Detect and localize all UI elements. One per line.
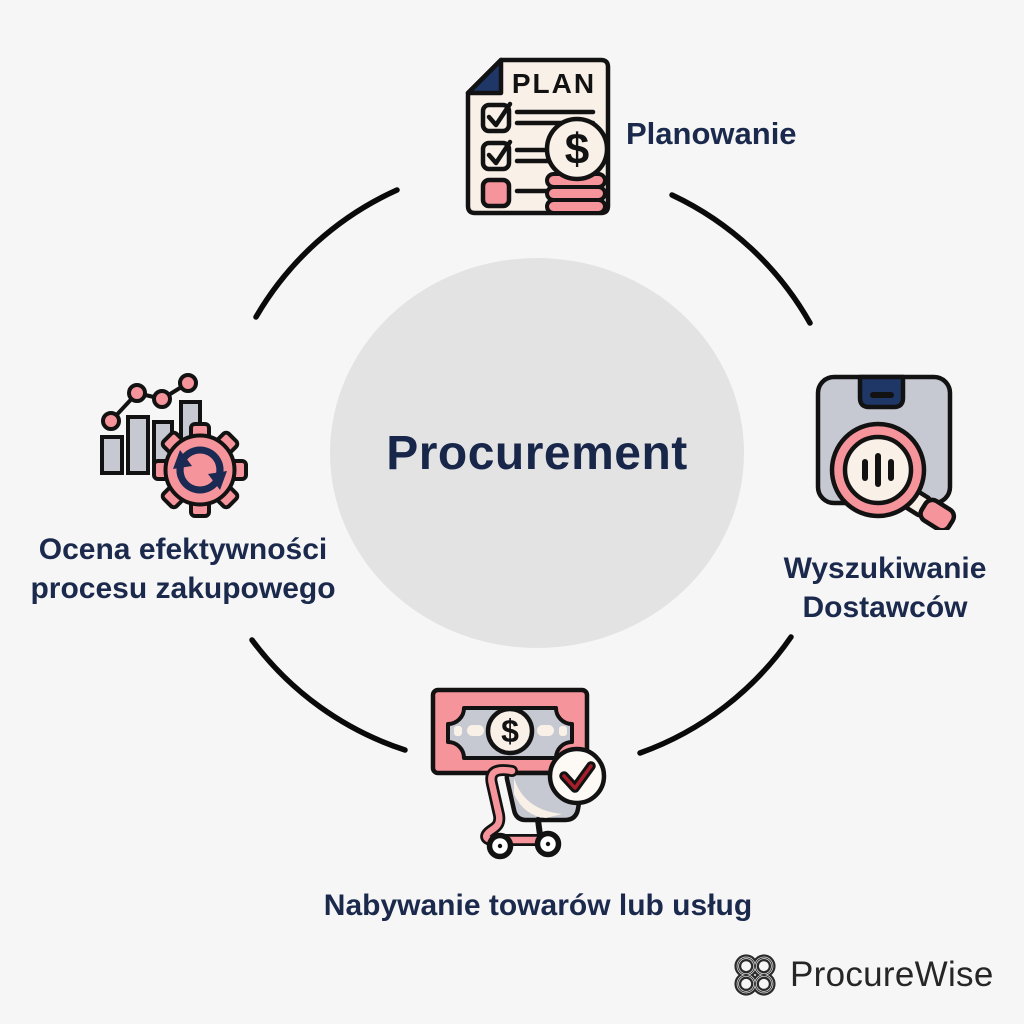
arc-top-left (253, 187, 400, 320)
refresh-arrows-icon (173, 446, 227, 494)
label-supplier-search: Wyszukiwanie Dostawców (783, 552, 987, 624)
arc-bottom-left (249, 637, 408, 753)
trend-dots (101, 373, 198, 431)
magnifier (829, 421, 957, 530)
label-evaluation: Ocena efektywności procesu zakupowego (30, 533, 336, 605)
dollar-coin: $ (544, 116, 610, 182)
checkbox-checked-2 (480, 139, 513, 172)
knot-logo-icon (734, 954, 776, 996)
arc-bottom-right (637, 634, 794, 756)
logo: ProcureWise (730, 948, 994, 1002)
checkmark-badge (547, 746, 607, 806)
plan-title-text: PLAN (512, 68, 596, 99)
center-circle: Procurement (330, 258, 744, 648)
cart-wheels (486, 830, 562, 860)
logo-text: ProcureWise (790, 955, 994, 994)
chart-gear-icon (100, 373, 248, 518)
dollar-sign: $ (565, 125, 589, 174)
supplier-search-icon (815, 374, 957, 530)
cart-money-icon: $ (430, 687, 607, 860)
folded-corner (465, 57, 504, 96)
cart-handle (480, 764, 560, 846)
dollar-sign: $ (501, 713, 519, 749)
label-acquisition: Nabywanie towarów lub usług (323, 889, 753, 922)
label-planning: Planowanie (626, 116, 797, 151)
checkbox-empty-pink (480, 177, 512, 209)
dollar-badge: $ (485, 706, 535, 756)
gear (152, 422, 248, 518)
center-title: Procurement (386, 426, 688, 480)
checkbox-checked-1 (480, 101, 513, 134)
banknote-marks (454, 725, 567, 736)
plan-document-icon: PLAN $ (465, 57, 611, 216)
arc-top-right (669, 192, 813, 326)
